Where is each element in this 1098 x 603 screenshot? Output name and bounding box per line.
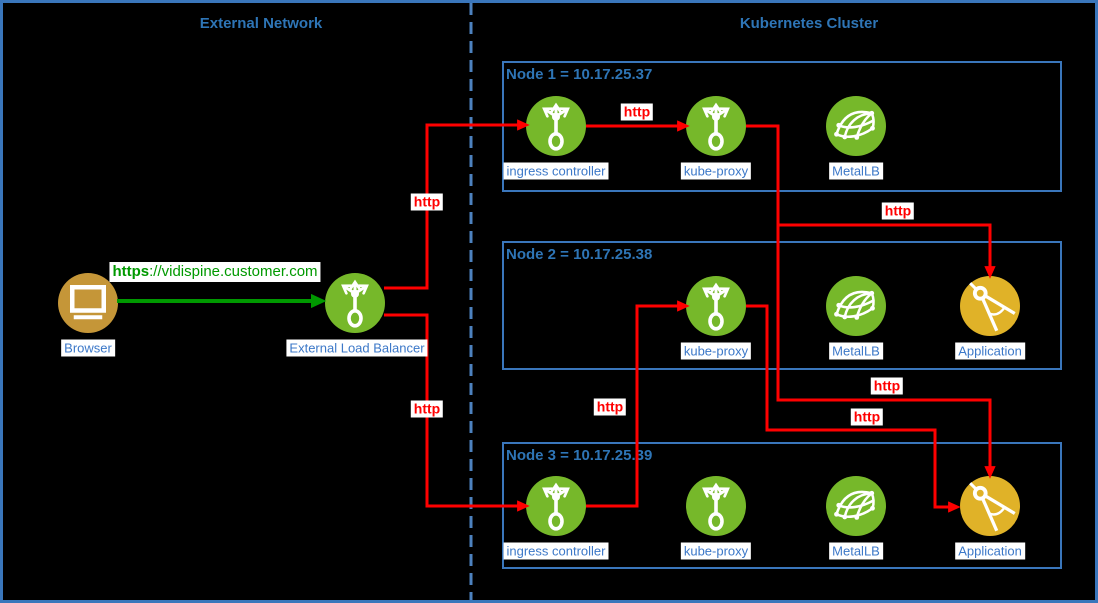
browser-label: Browser [61, 339, 115, 357]
http-label-elb-node1: http [410, 193, 444, 211]
application-icon [969, 282, 1016, 332]
node2-kube-proxy [686, 276, 746, 336]
https-url-label: https://vidispine.customer.com [109, 262, 321, 282]
http-label-to-node3-application-top: http [870, 377, 904, 395]
kubernetes-cluster-title: Kubernetes Cluster [739, 15, 879, 32]
load-balancer-icon [542, 102, 570, 151]
node-2-title: Node 2 = 10.17.25.38 [506, 246, 653, 263]
browser-node [58, 273, 118, 333]
load-balancer-icon [702, 282, 730, 331]
external-load-balancer-node [325, 273, 385, 333]
node1-kube-proxy [686, 96, 746, 156]
metallb-icon [834, 110, 875, 140]
http-label-to-node2-application: http [881, 202, 915, 220]
external-load-balancer-label: External Load Balancer [286, 339, 428, 357]
load-balancer-icon [702, 482, 730, 531]
load-balancer-icon [542, 482, 570, 531]
node3-application-label: Application [955, 542, 1025, 560]
node3-metallb [826, 476, 886, 536]
http-label-node3-ingress-node2-kubeproxy: http [593, 398, 627, 416]
node2-application [960, 276, 1020, 336]
http-label-node1-ingress-kubeproxy: http [620, 103, 654, 121]
node-1-title: Node 1 = 10.17.25.37 [506, 66, 653, 83]
https-scheme: https [112, 263, 150, 280]
http-label-elb-node3: http [410, 400, 444, 418]
node3-metallb-label: MetalLB [829, 542, 883, 560]
node2-metallb-label: MetalLB [829, 342, 883, 360]
node3-ingress-controller-label: ingress controller [503, 542, 609, 560]
node2-application-label: Application [955, 342, 1025, 360]
node3-kube-proxy [686, 476, 746, 536]
load-balancer-icon [702, 102, 730, 151]
http-label-to-node3-application-left: http [850, 408, 884, 426]
node2-metallb [826, 276, 886, 336]
https-rest: ://vidispine.customer.com [149, 263, 318, 280]
node3-application [960, 476, 1020, 536]
metallb-icon [834, 290, 875, 320]
node2-kube-proxy-label: kube-proxy [680, 342, 752, 360]
node3-kube-proxy-label: kube-proxy [680, 542, 752, 560]
node1-metallb [826, 96, 886, 156]
edge-elb-to-node1-ingress [384, 119, 530, 290]
external-network-title: External Network [199, 15, 323, 32]
node-3-title: Node 3 = 10.17.25.39 [506, 447, 653, 464]
node3-ingress-controller [526, 476, 586, 536]
node1-metallb-label: MetalLB [829, 162, 883, 180]
metallb-icon [834, 490, 875, 520]
application-icon [969, 482, 1016, 532]
browser-icon [70, 285, 106, 320]
node1-kube-proxy-label: kube-proxy [680, 162, 752, 180]
node1-ingress-controller [526, 96, 586, 156]
node1-ingress-controller-label: ingress controller [503, 162, 609, 180]
load-balancer-icon [341, 279, 369, 328]
